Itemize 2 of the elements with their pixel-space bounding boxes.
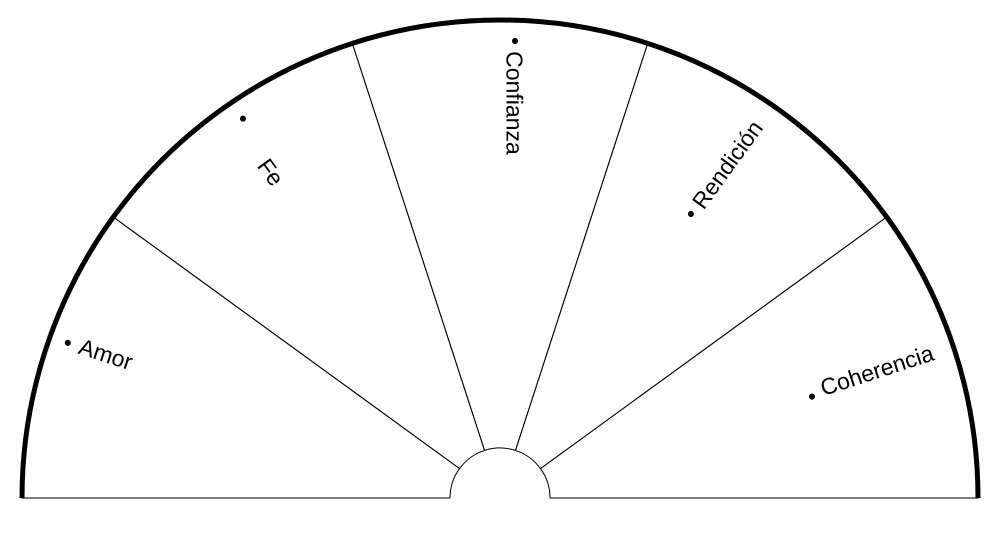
sector: Confianza [352,18,648,451]
sector: Amor [20,216,460,498]
